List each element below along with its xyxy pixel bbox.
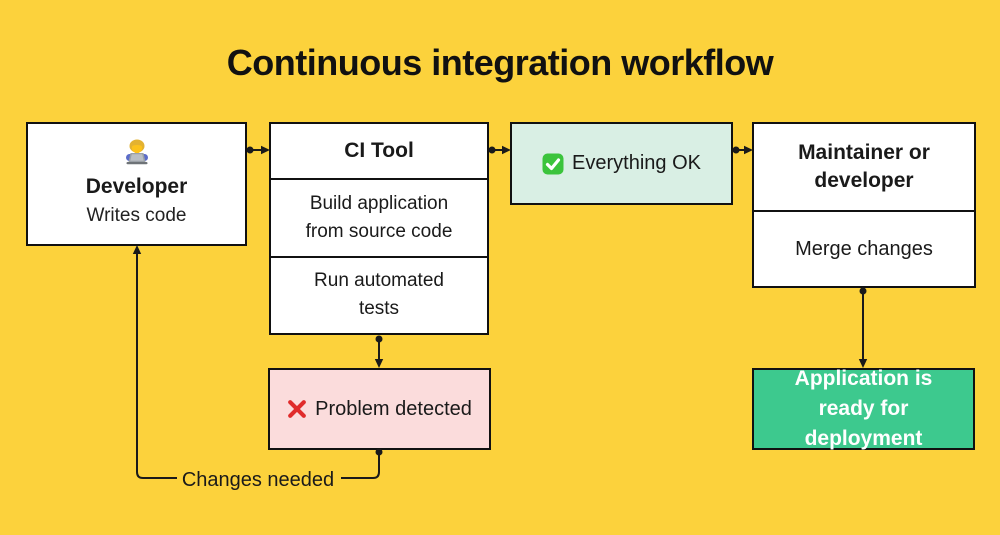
node-deployment: Application is ready for deployment xyxy=(752,367,975,450)
node-everything-ok: Everything OK xyxy=(510,122,733,205)
ci-tool-title: CI Tool xyxy=(344,139,414,162)
maintainer-step-merge: Merge changes xyxy=(754,210,974,286)
ci-tool-step-build: Build application from source code xyxy=(271,178,487,256)
developer-title: Developer xyxy=(85,175,188,198)
page-title: Continuous integration workflow xyxy=(226,42,774,83)
deployment-label: Application is ready for deployment xyxy=(794,367,933,450)
check-mark-icon xyxy=(542,153,564,175)
person-technologist-icon xyxy=(122,138,152,168)
node-developer: Developer Writes code xyxy=(26,122,247,246)
node-problem-detected: Problem detected xyxy=(268,368,491,450)
node-maintainer: Maintainer or developer Merge changes xyxy=(752,122,976,288)
cross-mark-icon xyxy=(287,399,307,419)
ci-tool-step-tests: Run automated tests xyxy=(271,255,487,334)
changes-needed-label: Changes needed xyxy=(181,469,335,491)
problem-detected-label: Problem detected xyxy=(315,397,472,420)
everything-ok-label: Everything OK xyxy=(572,152,701,174)
maintainer-title: Maintainer or developer xyxy=(798,141,930,192)
developer-subtitle: Writes code xyxy=(86,205,187,226)
node-ci-tool: CI Tool Build application from source co… xyxy=(269,122,489,335)
